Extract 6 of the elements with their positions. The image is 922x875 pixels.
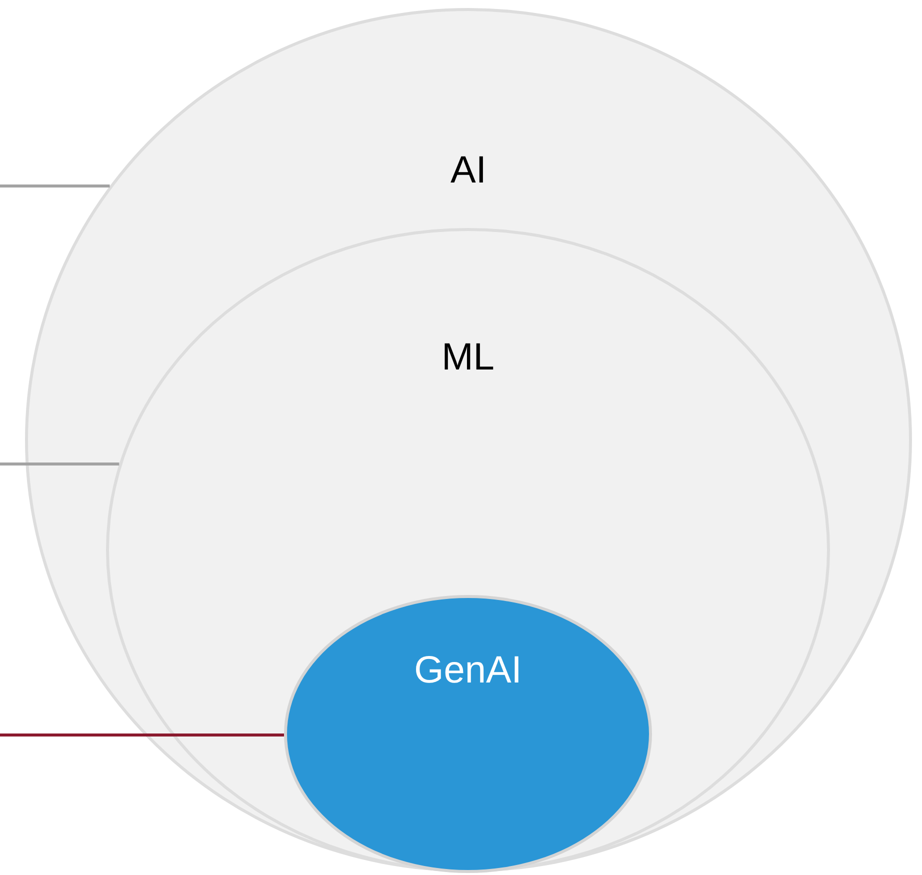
leader-line [0, 184, 110, 188]
set-label: ML [442, 336, 494, 380]
leader-line [0, 462, 120, 466]
set-label: GenAI [414, 650, 522, 692]
leader-line [0, 734, 284, 736]
set-label: AI [450, 150, 486, 192]
